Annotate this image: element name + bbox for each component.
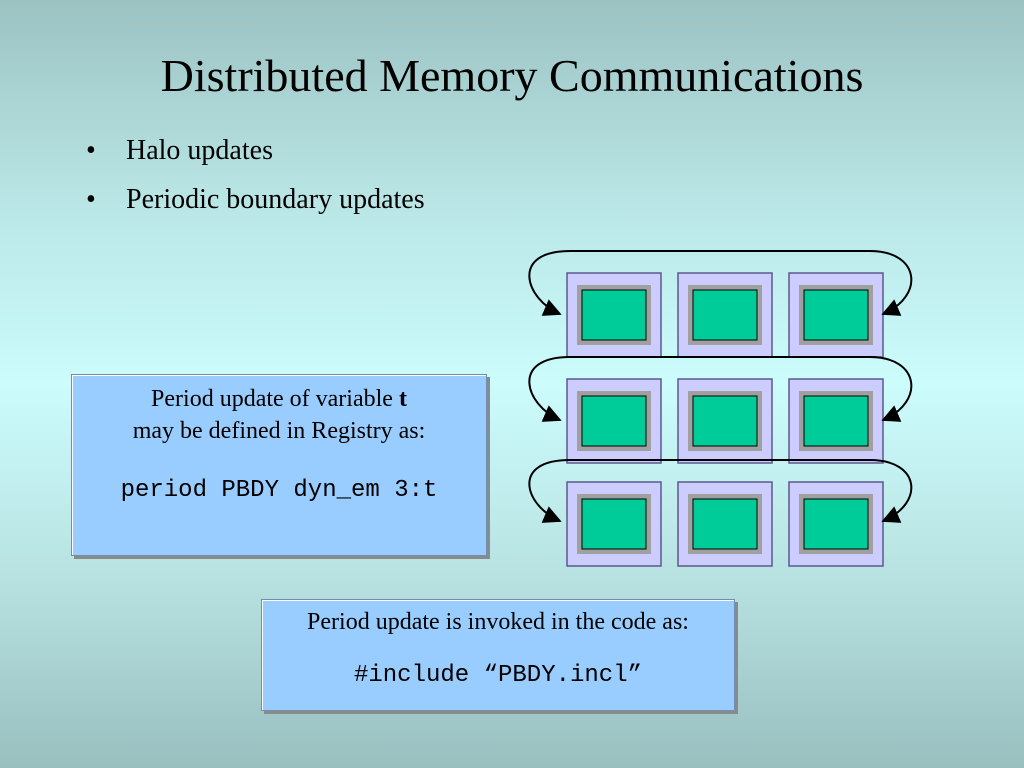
- grid-tile: [566, 378, 662, 464]
- tile-interior: [692, 498, 758, 550]
- grid-tile: [566, 272, 662, 358]
- grid-tile: [788, 272, 884, 358]
- bullet-item: • Halo updates: [86, 126, 425, 175]
- tile-interior: [803, 498, 869, 550]
- grid-tile: [788, 481, 884, 567]
- invocation-line: Period update is invoked in the code as:: [307, 609, 689, 635]
- grid-tile: [677, 378, 773, 464]
- registry-definition-box: Period update of variable t may be defin…: [71, 374, 487, 556]
- slide-title: Distributed Memory Communications: [160, 50, 864, 101]
- grid-tile: [788, 378, 884, 464]
- bullet-text: Periodic boundary updates: [126, 184, 425, 215]
- registry-code: period PBDY dyn_em 3:t: [120, 477, 438, 504]
- bullet-list: • Halo updates • Periodic boundary updat…: [86, 126, 425, 224]
- tile-interior: [581, 395, 647, 447]
- code-invocation-box: Period update is invoked in the code as:…: [261, 599, 735, 711]
- periodic-arrow: [528, 250, 913, 316]
- tile-interior: [692, 289, 758, 341]
- tile-interior: [581, 498, 647, 550]
- periodic-arrow: [528, 356, 913, 422]
- include-code: #include “PBDY.incl”: [353, 662, 643, 689]
- bullet-text: Halo updates: [126, 135, 273, 166]
- grid-tile: [566, 481, 662, 567]
- tile-interior: [803, 289, 869, 341]
- registry-line-1-text: Period update of variable: [151, 386, 399, 412]
- grid-tile: [677, 272, 773, 358]
- tile-interior: [692, 395, 758, 447]
- bullet-marker: •: [86, 135, 96, 166]
- tile-interior: [803, 395, 869, 447]
- periodic-arrow: [528, 459, 913, 523]
- bullet-item: • Periodic boundary updates: [86, 175, 425, 224]
- registry-line-2: may be defined in Registry as:: [132, 418, 426, 444]
- registry-line-1: Period update of variable t: [72, 383, 486, 415]
- variable-name: t: [398, 386, 407, 412]
- bullet-marker: •: [86, 184, 96, 215]
- tile-interior: [581, 289, 647, 341]
- grid-tile: [677, 481, 773, 567]
